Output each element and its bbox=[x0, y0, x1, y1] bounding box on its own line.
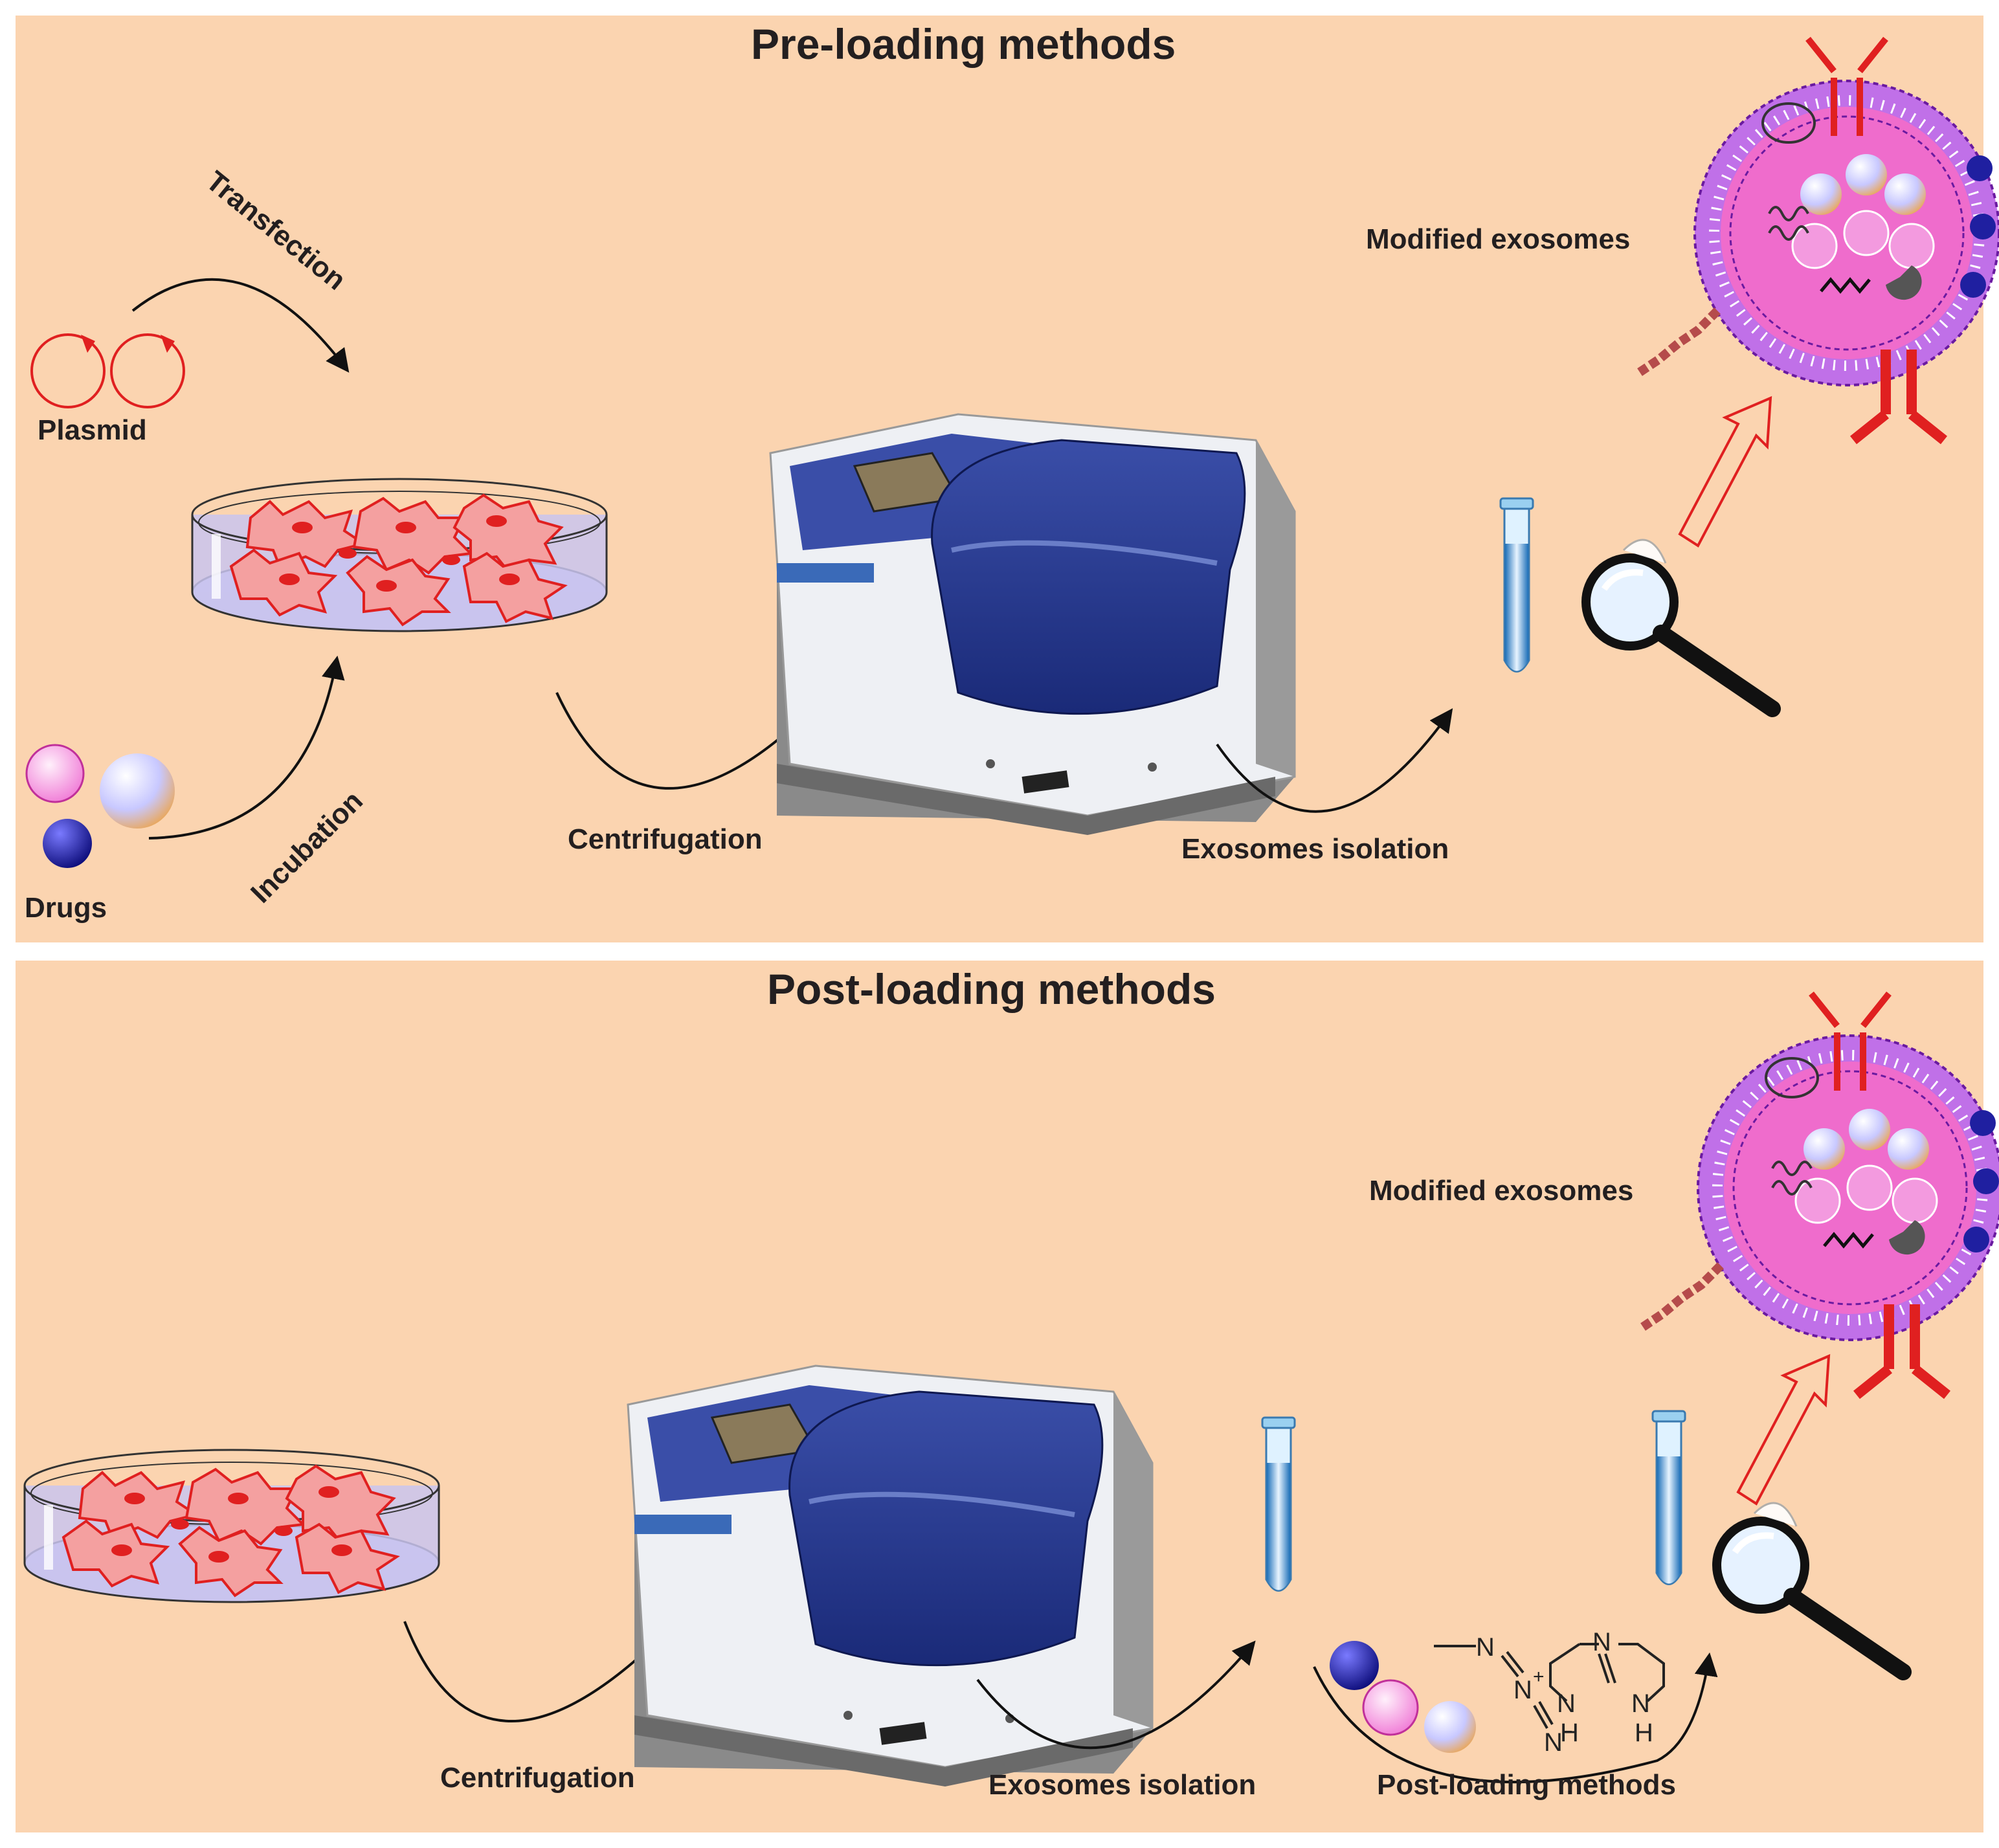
drug-sphere-icon bbox=[1362, 1679, 1419, 1736]
chem-n: N bbox=[1544, 1728, 1563, 1757]
plasmid-label: Plasmid bbox=[38, 414, 147, 446]
chem-n: N bbox=[1476, 1633, 1495, 1662]
transfection-arrow bbox=[131, 278, 350, 373]
incubation-arrow bbox=[148, 655, 345, 840]
chemical-structure bbox=[1434, 1643, 1665, 1729]
centrifugation-label: Centrifugation bbox=[568, 823, 763, 855]
pre-loading-title: Pre-loading methods bbox=[751, 20, 1176, 68]
drug-sphere-icon bbox=[43, 819, 92, 868]
exosomes-isolation-label: Exosomes isolation bbox=[1181, 833, 1449, 865]
drugs-label: Drugs bbox=[25, 892, 107, 924]
post-loading-title: Post-loading methods bbox=[767, 965, 1216, 1013]
plasmid-icon bbox=[110, 333, 185, 408]
centrifuge-icon bbox=[770, 414, 1295, 835]
test-tube-icon bbox=[1651, 1410, 1686, 1585]
chem-h: H bbox=[1560, 1719, 1579, 1747]
plasmid-icon bbox=[30, 333, 106, 408]
chem-charge: − bbox=[1561, 1721, 1573, 1742]
isolation-arrow bbox=[1216, 708, 1453, 813]
modified-exosomes-label: Modified exosomes bbox=[1366, 223, 1631, 255]
petri-dish-icon bbox=[191, 478, 608, 632]
post-loading-arrow bbox=[1313, 1652, 1718, 1784]
test-tube-icon bbox=[1499, 497, 1534, 673]
magnifier-icon bbox=[1717, 1503, 1903, 1672]
magnifier-icon bbox=[1586, 540, 1772, 709]
isolation-arrow bbox=[976, 1640, 1256, 1750]
chem-n: N bbox=[1592, 1628, 1611, 1656]
post-loading-methods-label: Post-loading methods bbox=[1377, 1769, 1676, 1801]
chem-h: H bbox=[1635, 1719, 1653, 1747]
drug-sphere-icon bbox=[1330, 1641, 1379, 1690]
drug-sphere-icon bbox=[100, 753, 175, 829]
chem-n: N bbox=[1513, 1676, 1532, 1704]
test-tube-icon bbox=[1261, 1416, 1296, 1592]
centrifugation-arrow bbox=[403, 1621, 664, 1723]
exosome-icon bbox=[1640, 39, 1999, 440]
modified-exosomes-label: Modified exosomes bbox=[1369, 1175, 1634, 1207]
petri-dish-icon bbox=[23, 1449, 440, 1603]
drug-sphere-icon bbox=[25, 744, 85, 803]
chem-n: N bbox=[1557, 1689, 1576, 1718]
chem-charge: + bbox=[1533, 1666, 1545, 1687]
exosomes-isolation-label: Exosomes isolation bbox=[988, 1769, 1256, 1801]
centrifugation-label: Centrifugation bbox=[440, 1762, 635, 1794]
red-arrow-icon bbox=[1737, 1355, 1830, 1505]
drug-sphere-icon bbox=[1424, 1701, 1476, 1753]
centrifugation-arrow bbox=[555, 692, 813, 790]
red-arrow-icon bbox=[1679, 397, 1772, 547]
exosome-icon bbox=[1643, 994, 1999, 1395]
centrifuge-icon bbox=[628, 1366, 1152, 1787]
chem-n: N bbox=[1631, 1689, 1650, 1718]
